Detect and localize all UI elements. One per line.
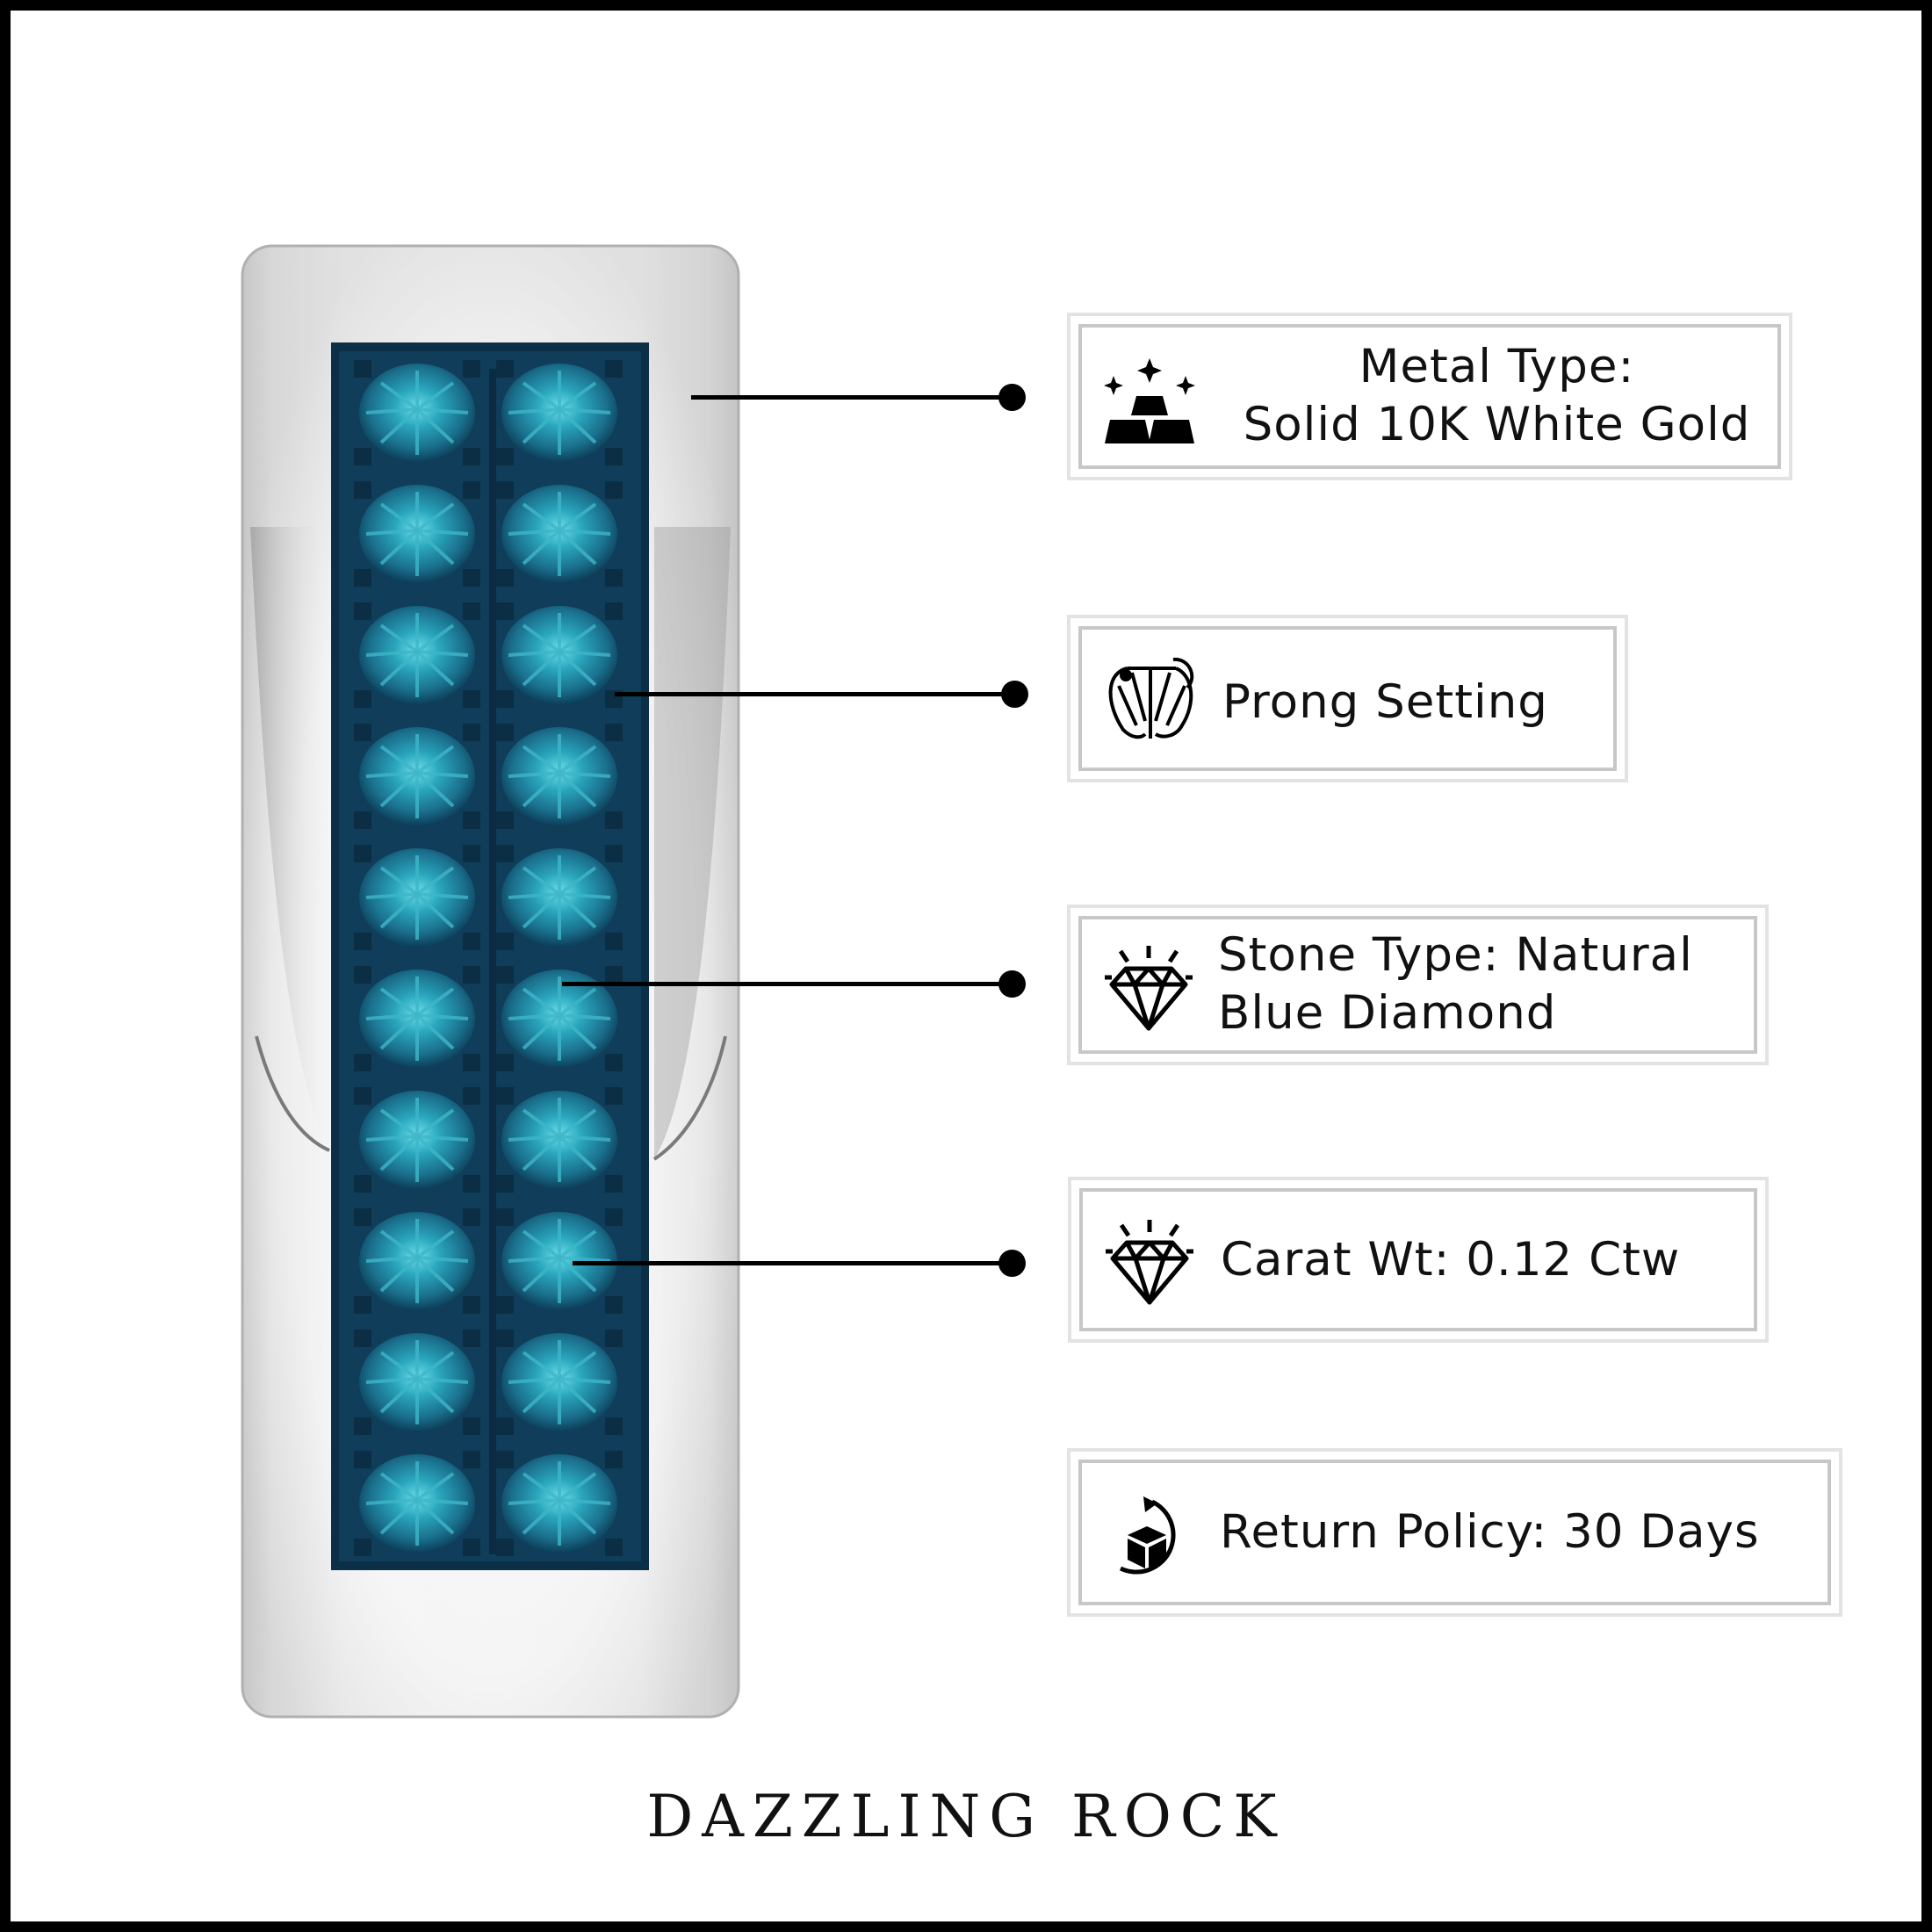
blue-diamond-stone [354, 1087, 480, 1193]
blue-diamond-stone [354, 966, 480, 1071]
blue-diamond-stone [354, 1451, 480, 1556]
blue-diamond-stone [354, 1330, 480, 1435]
stone-type-line1: Stone Type: Natural [1218, 928, 1693, 982]
blue-diamond-stone [496, 481, 623, 587]
metal-type-value: Solid 10K White Gold [1243, 398, 1751, 451]
return-policy-label: Return Policy: 30 Days [1220, 1505, 1760, 1559]
blue-diamond-stone [354, 481, 480, 587]
return-box-icon [1119, 1496, 1176, 1575]
blue-diamond-stone [496, 1451, 623, 1556]
carat-weight-label: Carat Wt: 0.12 Ctw [1221, 1233, 1681, 1287]
leader-dot [998, 1250, 1026, 1277]
leader-dot [1001, 681, 1028, 708]
blue-diamond-stone [496, 966, 623, 1071]
leader-line-setting [615, 681, 1028, 708]
blue-diamond-stone [496, 1330, 623, 1435]
prong-setting-icon [1108, 657, 1194, 739]
blue-diamond-stone [496, 1208, 623, 1314]
blue-diamond-stone [496, 845, 623, 950]
blue-diamond-stone [496, 1087, 623, 1193]
spec-card-stone-type: Stone Type: Natural Blue Diamond [1071, 908, 1765, 1062]
spec-card-prong-setting: Prong Setting [1071, 618, 1625, 779]
blue-diamond-stone [496, 602, 623, 708]
blue-diamond-stone [354, 360, 480, 465]
stone-type-line2: Blue Diamond [1218, 986, 1557, 1040]
spec-card-carat-weight: Carat Wt: 0.12 Ctw [1071, 1180, 1765, 1339]
prong-setting-label: Prong Setting [1222, 675, 1548, 729]
brand-logo: DAZZLING ROCK [646, 1783, 1286, 1850]
spec-card-metal-type: Metal Type: Solid 10K White Gold [1071, 316, 1789, 477]
leader-dot [998, 384, 1026, 411]
leader-line-stone [562, 970, 1026, 998]
metal-type-label: Metal Type: [1359, 340, 1635, 393]
blue-diamond-stone [496, 724, 623, 829]
leader-line-carat [573, 1250, 1026, 1277]
leader-dot [998, 970, 1026, 998]
diamond-icon [1106, 1220, 1193, 1305]
blue-diamond-stone [354, 845, 480, 950]
leader-line-metal [691, 384, 1026, 411]
blue-diamond-stone [354, 602, 480, 708]
blue-diamond-stone [354, 1208, 480, 1314]
diamond-icon [1105, 946, 1193, 1031]
blue-diamond-stone [354, 724, 480, 829]
blue-diamond-stone [496, 360, 623, 465]
spec-card-return-policy: Return Policy: 30 Days [1071, 1452, 1839, 1613]
gold-bars-icon [1104, 358, 1195, 443]
